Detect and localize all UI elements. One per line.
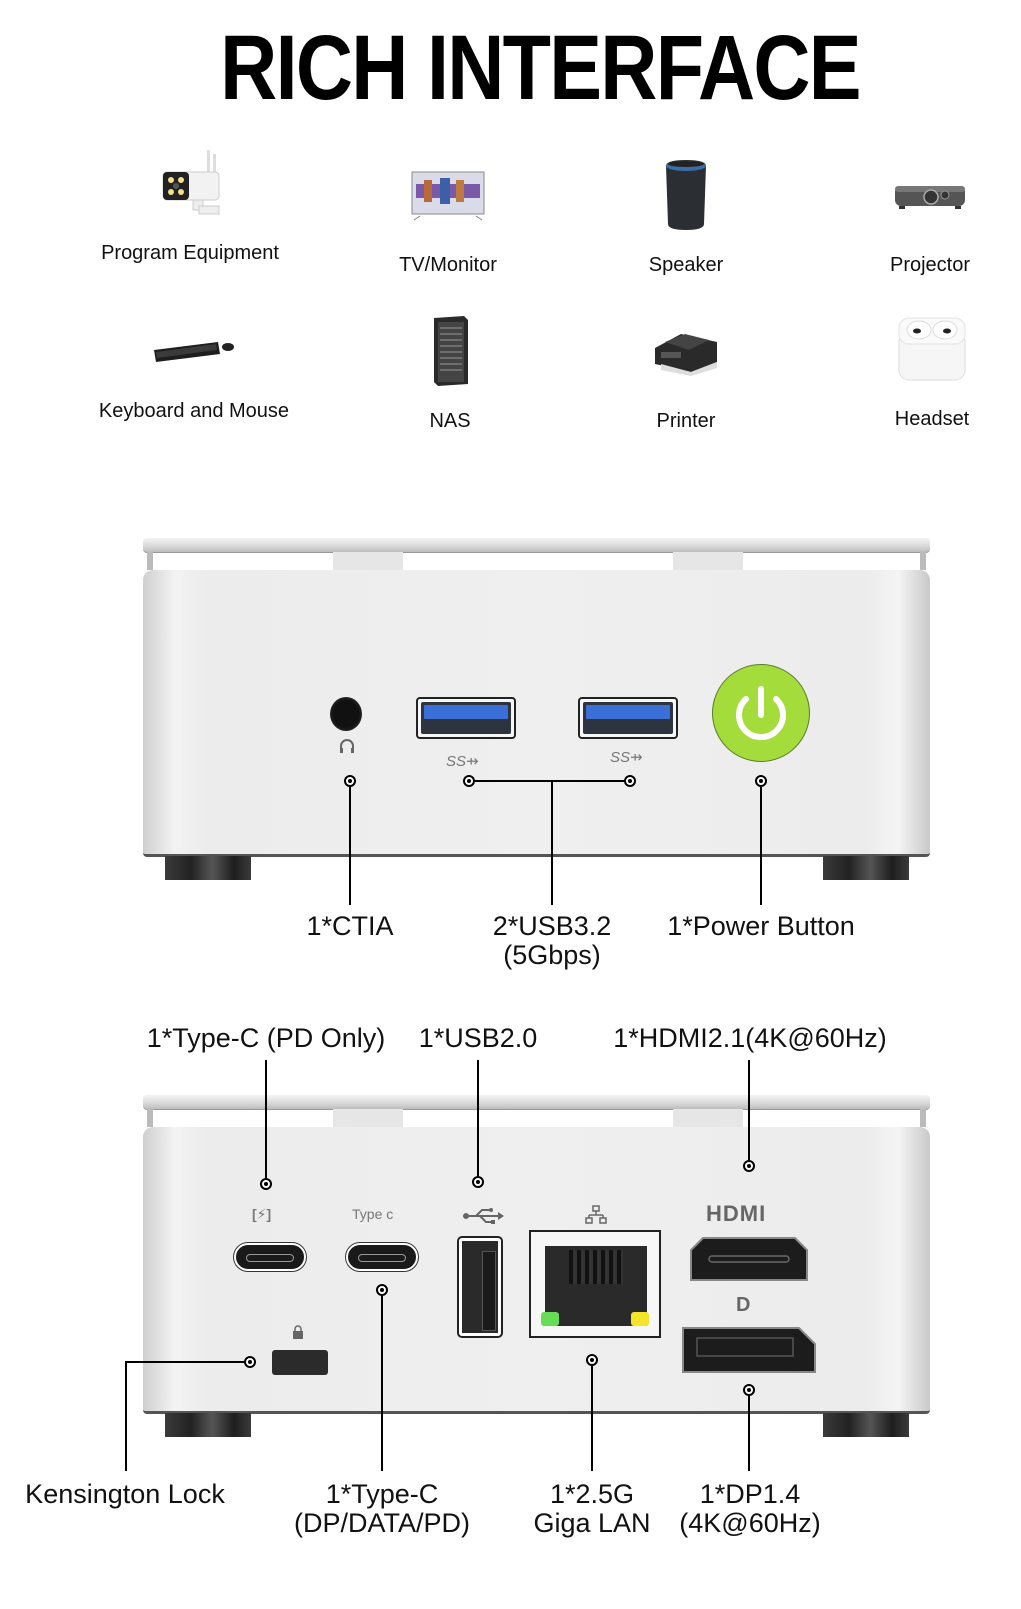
callout-line [748, 1060, 750, 1160]
device-program-equipment: Program Equipment [80, 148, 300, 264]
callout-usb32: 2*USB3.2 (5Gbps) [492, 911, 612, 970]
lock-icon [292, 1325, 304, 1344]
device-printer: Printer [576, 328, 796, 432]
foot [823, 1413, 909, 1437]
callout-lan: 1*2.5G Giga LAN [533, 1479, 651, 1538]
hdmi-port [689, 1236, 809, 1287]
audio-jack [330, 697, 362, 731]
callout-dot [743, 1384, 755, 1396]
device-label: Speaker [648, 254, 724, 276]
usb-icon [462, 1208, 504, 1229]
callout-dot [244, 1356, 256, 1368]
callout-line [381, 1296, 383, 1471]
device-label: Keyboard and Mouse [98, 400, 290, 422]
callout-dot [586, 1354, 598, 1366]
tv-monitor-icon [410, 170, 486, 222]
callout-line [475, 780, 625, 782]
callout-dot [624, 775, 636, 787]
projector-icon [893, 182, 967, 212]
callout-kensington: Kensington Lock [25, 1479, 225, 1509]
device-headset: Headset [822, 314, 1021, 430]
callout-dot [260, 1178, 272, 1190]
pd-charging-icon: [⚡] [252, 1206, 272, 1222]
activity-led [631, 1312, 649, 1326]
callout-typec-pd: 1*Type-C (PD Only) [146, 1023, 386, 1053]
foot [823, 856, 909, 880]
link-led [541, 1312, 559, 1326]
callout-ctia: 1*CTIA [306, 911, 394, 941]
power-button[interactable] [712, 664, 810, 762]
device-keyboard-mouse: Keyboard and Mouse [84, 338, 304, 422]
callout-dp: 1*DP1.4 (4K@60Hz) [679, 1479, 821, 1538]
power-icon [736, 686, 786, 741]
usb3-port-1 [416, 697, 516, 739]
device-tv-monitor: TV/Monitor [338, 170, 558, 276]
callout-power-button: 1*Power Button [667, 911, 855, 941]
device-nas: NAS [340, 314, 560, 432]
callout-line [265, 1060, 267, 1178]
callout-line [551, 781, 553, 905]
device-label: NAS [429, 410, 471, 432]
chassis [143, 570, 930, 857]
typec-label: Type c [352, 1206, 394, 1222]
callout-hdmi: 1*HDMI2.1(4K@60Hz) [613, 1023, 887, 1053]
callout-dot [376, 1284, 388, 1296]
callout-line [349, 787, 351, 905]
superspeed-usb-icon: SS⇸ [446, 753, 479, 770]
callout-line [748, 1396, 750, 1471]
ethernet-port [529, 1230, 661, 1338]
kensington-lock-slot [272, 1350, 328, 1375]
callout-line [125, 1361, 245, 1363]
smart-speaker-icon [662, 158, 710, 232]
callout-usb20: 1*USB2.0 [418, 1023, 538, 1053]
foot [165, 1413, 251, 1437]
usbc-full-port [346, 1243, 418, 1271]
displayport-port [681, 1326, 817, 1379]
device-label: Headset [894, 408, 970, 430]
headset-icon [337, 737, 357, 762]
usbc-pd-port [234, 1243, 306, 1271]
device-label: Projector [889, 254, 971, 276]
lid [143, 538, 930, 553]
callout-dot [755, 775, 767, 787]
usb2-port [457, 1236, 503, 1338]
lid [143, 1095, 930, 1110]
nas-server-icon [430, 314, 470, 388]
callout-dot [743, 1160, 755, 1172]
device-label: Program Equipment [101, 242, 279, 264]
device-label: TV/Monitor [399, 254, 497, 276]
callout-dot [472, 1176, 484, 1188]
callout-dot [463, 775, 475, 787]
device-speaker: Speaker [576, 158, 796, 276]
callout-line [591, 1366, 593, 1471]
usb3-port-2 [578, 697, 678, 739]
front-panel [143, 538, 930, 883]
callout-line [760, 787, 762, 905]
device-projector: Projector [820, 182, 1021, 276]
network-icon [585, 1205, 607, 1230]
printer-icon [651, 328, 721, 378]
earbuds-icon [897, 314, 967, 384]
hdmi-logo: HDMI [706, 1201, 767, 1226]
device-label: Printer [656, 410, 716, 432]
superspeed-usb-icon: SS⇸ [610, 749, 643, 766]
page-title: RICH INTERFACE [220, 17, 861, 119]
callout-line [125, 1361, 127, 1471]
security-camera-icon [155, 148, 225, 218]
keyboard-mouse-icon [152, 338, 236, 368]
callout-dot [344, 775, 356, 787]
displayport-logo: D [736, 1294, 751, 1316]
callout-typec-full: 1*Type-C (DP/DATA/PD) [293, 1479, 471, 1538]
callout-line [477, 1060, 479, 1176]
foot [165, 856, 251, 880]
